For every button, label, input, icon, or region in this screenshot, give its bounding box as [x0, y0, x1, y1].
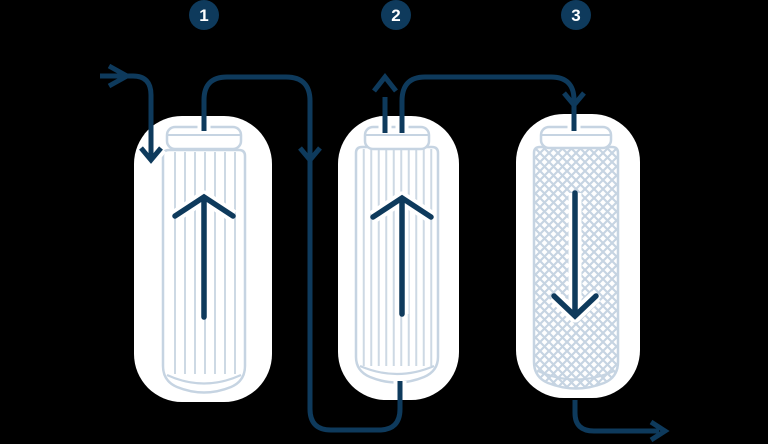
filter-2-top-vent-arrow	[372, 72, 398, 133]
filter-2-bottom-seam	[359, 364, 435, 376]
outlet-right-arrowhead-icon	[649, 419, 670, 443]
inlet-down-arrowhead-icon	[139, 146, 163, 164]
step-2-number: 2	[391, 6, 400, 25]
vent-up-arrowhead-icon	[372, 72, 398, 93]
filter-2-up-arrow-icon	[370, 194, 434, 317]
pipe-down-arrowhead-icon	[562, 91, 586, 109]
pipe-down-arrowhead-icon	[298, 146, 322, 164]
step-1-number: 1	[199, 6, 208, 25]
step-badge-3: 3	[561, 0, 591, 30]
filter-1-to-filter-2-pipe	[201, 74, 403, 433]
step-badge-2: 2	[381, 0, 411, 30]
filter-3-down-arrow-icon	[551, 190, 599, 320]
filter-2-to-filter-3-pipe	[399, 74, 586, 133]
filter-1-up-arrow-icon	[172, 193, 236, 320]
step-3-number: 3	[571, 6, 580, 25]
step-badge-1: 1	[189, 0, 219, 30]
step-1-circle	[189, 0, 219, 30]
step-3-circle	[561, 0, 591, 30]
filter-3-bottom-seam	[537, 369, 615, 381]
inlet-pipe	[100, 63, 163, 164]
step-2-circle	[381, 0, 411, 30]
outlet-pipe	[572, 400, 670, 443]
inlet-right-arrowhead-icon	[107, 63, 133, 89]
filter-1-bottom-seam	[166, 374, 242, 385]
